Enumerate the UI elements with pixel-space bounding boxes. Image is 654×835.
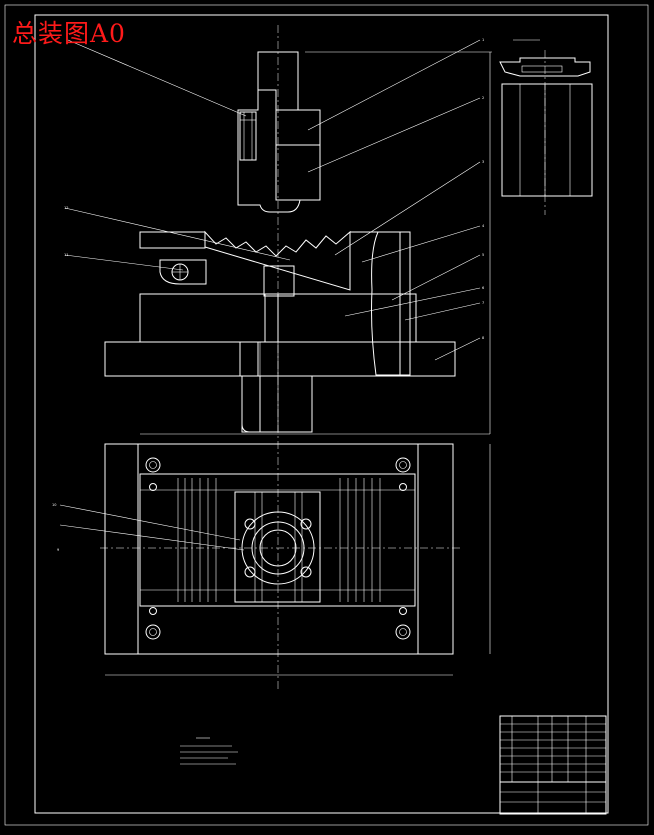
bending-die-teeth [204, 230, 351, 291]
drawing-title: 总装图A0 [12, 19, 126, 48]
rocker-arm [159, 259, 207, 285]
part-balloon-9: 9 [57, 548, 59, 552]
die-block-plan [139, 473, 416, 607]
part-balloon-6: 6 [482, 286, 484, 290]
part-balloon-3: 3 [482, 160, 484, 164]
front-section-view [104, 25, 492, 690]
top-plan-view [100, 443, 491, 676]
part-detail-view [499, 39, 593, 215]
part-balloon-1: 1 [482, 38, 484, 42]
part-balloon-4: 4 [482, 224, 485, 228]
part-balloon-11: 11 [64, 253, 68, 257]
part-balloon-10: 10 [52, 503, 56, 507]
side-guide [371, 231, 411, 376]
outer-border [4, 4, 649, 826]
screw [239, 111, 257, 161]
leader-lines [59, 39, 481, 551]
inner-frame [34, 14, 609, 814]
part-balloon-8: 8 [482, 336, 484, 340]
punch-insert [275, 109, 321, 201]
lower-shank [241, 375, 313, 433]
part-elevation [501, 83, 593, 197]
lower-die-right [277, 293, 417, 343]
top-view-outline [104, 443, 454, 655]
part-balloon-2: 2 [482, 96, 484, 100]
part-balloon-5: 5 [482, 253, 484, 257]
central-die-plan [234, 491, 321, 603]
corner-bolts [145, 457, 411, 640]
left-pivot-block [139, 231, 206, 249]
part-balloon-7: 7 [482, 301, 484, 305]
part-balloon-12: 12 [64, 206, 68, 210]
part-profile [499, 57, 591, 77]
technical-notes [180, 737, 238, 765]
bottom-plate [104, 341, 456, 377]
lower-die-left [139, 293, 266, 343]
upper-die-holder [237, 51, 321, 213]
title-block [499, 715, 607, 815]
centre-punch [263, 265, 295, 297]
